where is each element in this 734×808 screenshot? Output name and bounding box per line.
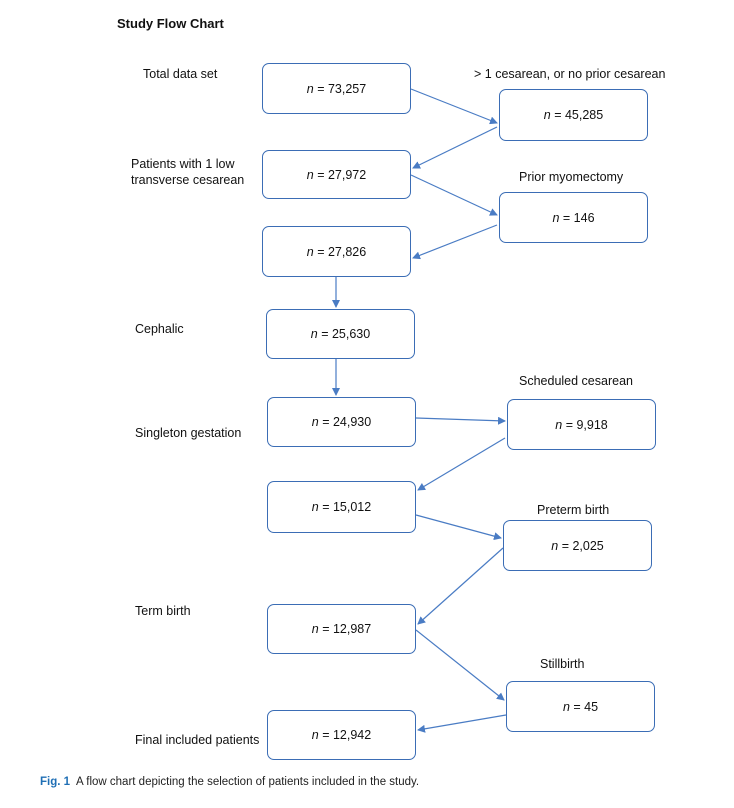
arrow-to-no-scheduled (417, 437, 506, 491)
n-symbol: n (306, 81, 314, 96)
box-no-scheduled-cesarean: n = 15,012 (267, 481, 416, 533)
arrow-to-one-low (412, 126, 498, 169)
n-symbol: n (311, 622, 319, 636)
box-term-birth: n = 12,987 (267, 604, 416, 654)
label-line-2: transverse cesarean (131, 173, 245, 187)
n-symbol: n (306, 167, 314, 182)
count-value: = 12,942 (322, 728, 372, 742)
count-value: = 25,630 (321, 327, 371, 341)
box-excl-stillbirth: n = 45 (506, 681, 655, 732)
box-cephalic: n = 25,630 (266, 309, 415, 359)
n-symbol: n (562, 699, 570, 714)
n-symbol: n (551, 538, 559, 553)
n-symbol: n (311, 728, 319, 742)
arrow-to-excl-stillbirth (415, 629, 505, 701)
label-excl-cesarean: > 1 cesarean, or no prior cesarean (474, 67, 666, 81)
n-symbol: n (310, 327, 318, 341)
label-excl-myomectomy: Prior myomectomy (519, 170, 624, 184)
caption-text: A flow chart depicting the selection of … (76, 776, 420, 788)
label-excl-scheduled: Scheduled cesarean (519, 374, 633, 388)
arrow-to-term-birth (417, 547, 504, 625)
label-total-data-set: Total data set (143, 67, 218, 81)
n-symbol: n (311, 500, 319, 514)
count-value: = 45 (573, 699, 599, 714)
count-value: = 12,987 (322, 622, 372, 636)
label-excl-preterm: Preterm birth (537, 503, 610, 517)
figure-number: Fig. 1 (40, 776, 71, 788)
box-excl-preterm: n = 2,025 (503, 520, 652, 571)
n-symbol: n (552, 210, 560, 225)
label-one-low-transverse: Patients with 1 low transverse cesarean (131, 156, 244, 188)
box-excl-cesarean: n = 45,285 (499, 89, 648, 141)
count-value: = 73,257 (317, 81, 367, 96)
count-value: = 2,025 (561, 538, 604, 553)
box-no-myomectomy: n = 27,826 (262, 226, 411, 277)
box-one-low-transverse: n = 27,972 (262, 150, 411, 199)
arrow-to-no-myomectomy (412, 224, 498, 260)
chart-title: Study Flow Chart (117, 16, 224, 31)
count-value: = 24,930 (322, 415, 372, 429)
n-symbol: n (555, 417, 563, 432)
arrow-to-final (417, 714, 507, 733)
count-value: = 146 (562, 210, 595, 225)
box-excl-myomectomy: n = 146 (499, 192, 648, 243)
count-value: = 27,826 (317, 244, 367, 259)
label-singleton: Singleton gestation (135, 426, 242, 440)
box-final-included: n = 12,942 (267, 710, 416, 760)
label-excl-stillbirth: Stillbirth (540, 657, 585, 671)
arrow-to-excl-cesarean (410, 88, 498, 125)
label-cephalic: Cephalic (135, 322, 184, 336)
n-symbol: n (306, 244, 314, 259)
label-term-birth: Term birth (135, 604, 191, 618)
arrow-to-excl-scheduled (415, 416, 506, 425)
n-symbol: n (543, 108, 551, 122)
label-line-1: Patients with 1 low (131, 157, 235, 171)
arrow-to-excl-myomectomy (410, 174, 498, 216)
n-symbol: n (311, 415, 319, 429)
count-value: = 15,012 (322, 500, 372, 514)
figure-caption: Fig. 1 A flow chart depicting the selecti… (40, 776, 419, 788)
label-final-included: Final included patients (135, 733, 260, 747)
count-value: = 45,285 (554, 108, 604, 122)
box-total-data-set: n = 73,257 (262, 63, 411, 114)
arrow-to-excl-preterm (415, 514, 502, 541)
box-excl-scheduled: n = 9,918 (507, 399, 656, 450)
count-value: = 9,918 (565, 417, 608, 432)
box-singleton: n = 24,930 (267, 397, 416, 447)
count-value: = 27,972 (317, 167, 367, 182)
